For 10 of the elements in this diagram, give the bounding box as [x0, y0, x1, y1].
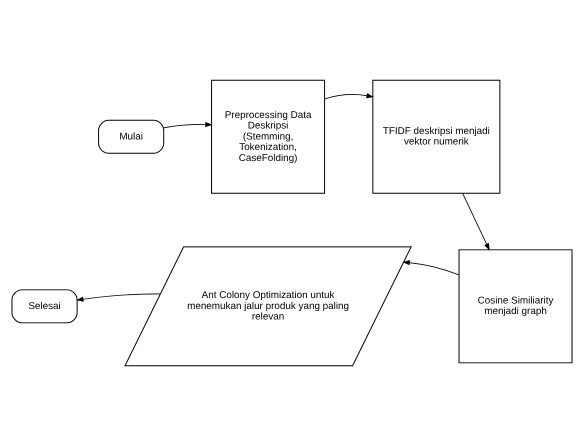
- node-box: Mulai: [98, 120, 164, 154]
- node-box: Cosine Similiarity menjadi graph: [458, 249, 573, 364]
- arrow: [402, 260, 460, 276]
- arrow: [462, 193, 490, 251]
- node-box: TFIDF deskripsi menjadi vektor numerik: [372, 80, 500, 194]
- arrow: [163, 122, 213, 128]
- node-box: Selesai: [11, 289, 78, 324]
- arrow: [324, 93, 374, 100]
- arrow: [76, 294, 161, 302]
- node-box: Preprocessing Data Deskripsi (Stemming, Tokenization, CaseFolding): [211, 80, 326, 194]
